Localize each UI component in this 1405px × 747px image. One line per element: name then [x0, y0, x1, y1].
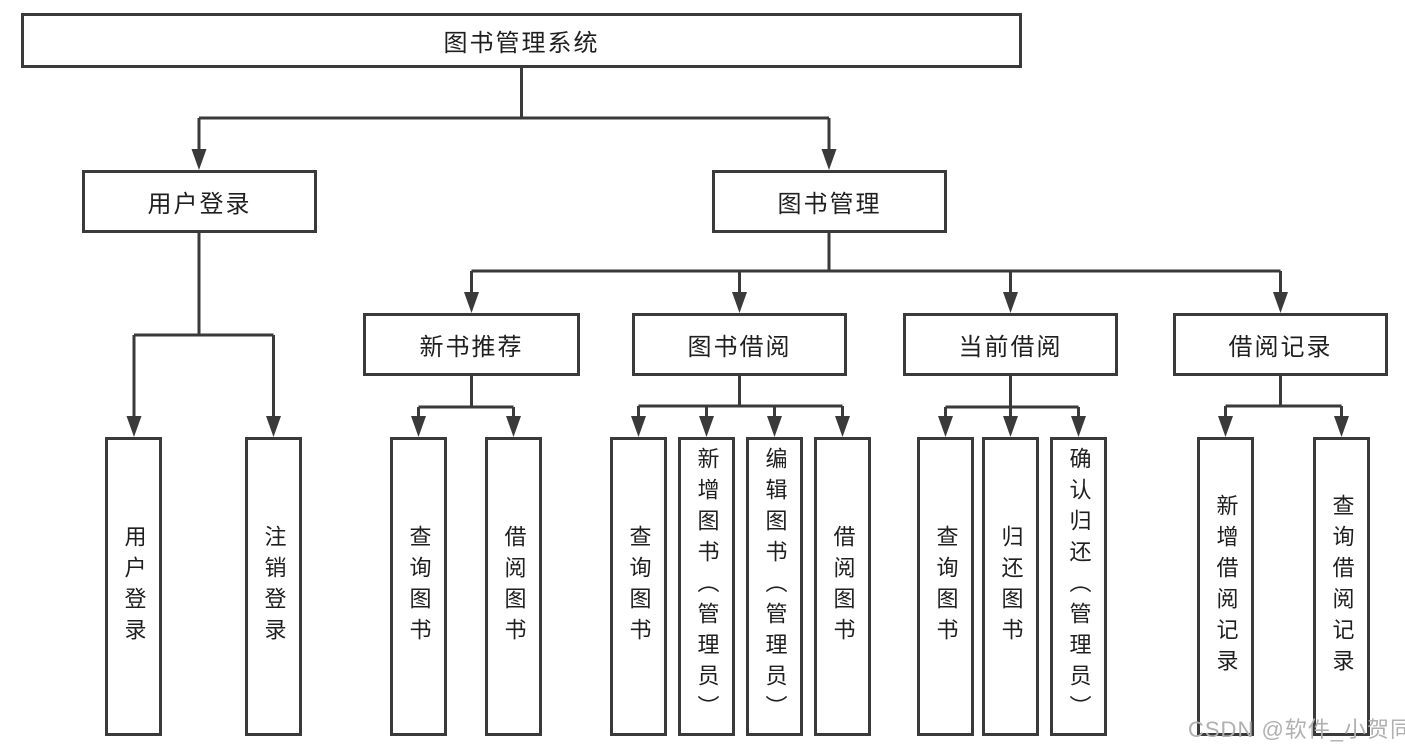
node-new-book-recommendation: 新书推荐 — [363, 313, 580, 376]
leaf-label: 借阅图书 — [830, 524, 856, 649]
leaf-label: 借阅图书 — [501, 524, 527, 649]
node-borrowing-records: 借阅记录 — [1173, 313, 1388, 376]
leaf-label: 确认归还（管理员） — [1066, 447, 1092, 726]
connector-current-to-leaves — [944, 376, 1080, 419]
leaf-label: 查询图书 — [933, 524, 959, 649]
arrowheads — [126, 149, 1349, 437]
node-current-borrowing: 当前借阅 — [903, 313, 1118, 376]
node-leaf-user-login: 用户登录 — [105, 437, 162, 736]
node-leaf-query-books-current: 查询图书 — [917, 437, 974, 736]
arrowhead-icon — [266, 416, 281, 437]
leaf-label: 用户登录 — [121, 524, 147, 649]
node-leaf-return-books: 归还图书 — [982, 437, 1039, 736]
arrowhead-icon — [1218, 416, 1233, 437]
arrowhead-icon — [126, 416, 142, 437]
node-user-login: 用户登录 — [82, 170, 317, 233]
arrowhead-icon — [767, 416, 782, 437]
arrowhead-icon — [464, 292, 479, 313]
node-leaf-logout: 注销登录 — [245, 437, 302, 736]
arrowhead-icon — [1003, 292, 1018, 313]
arrowhead-icon — [1334, 416, 1349, 437]
leaf-label: 查询图书 — [406, 524, 432, 649]
node-book-management: 图书管理 — [712, 170, 947, 233]
node-leaf-query-borrow-record: 查询借阅记录 — [1313, 437, 1370, 736]
connector-login-to-leaves — [132, 233, 275, 419]
node-root-system: 图书管理系统 — [21, 13, 1022, 68]
node-leaf-borrow-books: 借阅图书 — [814, 437, 871, 736]
connector-mgmt-to-level3 — [470, 233, 1282, 295]
node-leaf-query-books-rec: 查询图书 — [390, 437, 447, 736]
arrowhead-icon — [191, 149, 207, 170]
arrowhead-icon — [1003, 416, 1018, 437]
leaf-label: 归还图书 — [998, 524, 1024, 649]
leaf-label: 编辑图书（管理员） — [762, 447, 788, 726]
leaf-label: 新增图书（管理员） — [694, 447, 720, 726]
node-leaf-confirm-return-admin: 确认归还（管理员） — [1050, 437, 1107, 736]
leaf-label: 查询图书 — [626, 524, 652, 649]
connector-borrow-to-leaves — [637, 376, 844, 419]
connector-root-to-level2 — [197, 68, 831, 152]
arrowhead-icon — [631, 416, 646, 437]
node-book-borrowing: 图书借阅 — [632, 313, 847, 376]
arrowhead-icon — [1071, 416, 1086, 437]
arrowhead-icon — [835, 416, 850, 437]
node-leaf-add-books-admin: 新增图书（管理员） — [678, 437, 735, 736]
arrowhead-icon — [938, 416, 953, 437]
leaf-label: 注销登录 — [261, 524, 287, 649]
node-leaf-add-borrow-record: 新增借阅记录 — [1197, 437, 1254, 736]
arrowhead-icon — [1273, 292, 1288, 313]
arrowhead-icon — [732, 292, 747, 313]
arrowhead-icon — [699, 416, 714, 437]
arrowhead-icon — [506, 416, 521, 437]
arrowhead-icon — [411, 416, 426, 437]
node-leaf-query-books-borrow: 查询图书 — [610, 437, 667, 736]
connector-records-to-leaves — [1224, 376, 1343, 419]
connector-rec-to-leaves — [417, 376, 515, 419]
node-leaf-edit-books-admin: 编辑图书（管理员） — [746, 437, 803, 736]
node-leaf-borrow-books-rec: 借阅图书 — [485, 437, 542, 736]
leaf-label: 新增借阅记录 — [1213, 493, 1239, 680]
csdn-watermark: CSDN @软件_小贺同学 — [1188, 717, 1405, 742]
arrowhead-icon — [821, 149, 837, 170]
leaf-label: 查询借阅记录 — [1329, 493, 1355, 680]
